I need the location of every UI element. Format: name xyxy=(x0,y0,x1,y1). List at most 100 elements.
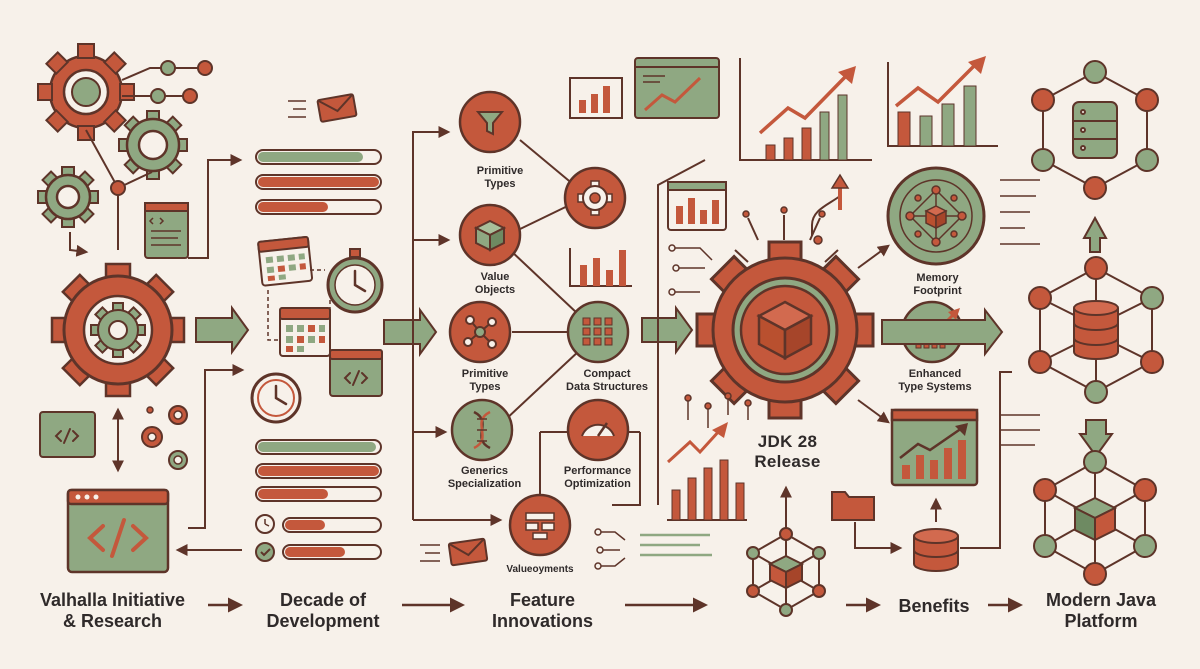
label-line: Generics xyxy=(460,465,509,477)
flowchart-icon xyxy=(525,512,555,540)
flow-lines xyxy=(175,154,245,556)
gear-icon xyxy=(50,262,186,398)
feature-node-performance-optimization xyxy=(566,398,630,462)
label-line: Decade of xyxy=(279,590,367,610)
database-network-icon xyxy=(1028,256,1164,404)
code-document-icon xyxy=(144,202,189,259)
stage-label-valhalla: Valhalla Initiative & Research xyxy=(20,590,205,631)
label-valueoyments: Valueoyments xyxy=(495,564,585,576)
label-line: & Research xyxy=(62,610,163,631)
label-line: Platform xyxy=(1064,610,1138,631)
flow-arrow xyxy=(641,304,694,356)
chart-window-icon xyxy=(890,408,979,487)
network-icon xyxy=(463,315,497,349)
stage-label-platform: Modern Java Platform xyxy=(1026,590,1176,631)
progress-bars-top xyxy=(255,149,382,215)
database-network-icon xyxy=(1031,60,1159,200)
gear-icon xyxy=(37,43,135,141)
label-performance-optimization: Performance Optimization xyxy=(550,465,645,490)
growth-chart-icon xyxy=(739,58,872,161)
release-column xyxy=(612,56,998,617)
label-line: Memory xyxy=(916,272,959,284)
clock-icon xyxy=(250,372,302,424)
label-primitive-types-2: Primitive Types xyxy=(440,368,530,393)
code-window-icon xyxy=(329,349,383,397)
label-line: JDK 28 xyxy=(757,432,818,451)
label-line: Optimization xyxy=(564,477,631,490)
label-generics-specialization: Generics Specialization xyxy=(437,465,532,490)
chart-window-icon xyxy=(667,181,727,231)
stage-label-features: Feature Innovations xyxy=(470,590,615,631)
label-line: Benefits xyxy=(898,596,970,616)
label-line: Primitive xyxy=(476,165,524,177)
gear-icon xyxy=(37,166,99,228)
envelope-icon xyxy=(316,93,358,123)
label-line: Valhalla Initiative xyxy=(39,590,186,610)
code-window-icon xyxy=(39,411,96,458)
label-primitive-types: Primitive Types xyxy=(450,165,550,190)
gear-icon xyxy=(695,240,875,420)
benefits-column xyxy=(831,166,1040,572)
small-gears-icon xyxy=(141,405,188,470)
growth-chart-icon xyxy=(887,56,998,147)
label-line: Development xyxy=(266,610,380,631)
label-line: Type Systems xyxy=(898,380,972,393)
feature-node-primitive-types-2 xyxy=(448,300,512,364)
research-column xyxy=(37,43,213,574)
text-lines-icon xyxy=(640,533,712,557)
dna-icon xyxy=(473,410,491,450)
label-line: Innovations xyxy=(491,610,593,631)
label-line: Specialization xyxy=(447,477,522,490)
platform-column xyxy=(1028,60,1164,586)
stage-label-benefits: Benefits xyxy=(884,596,984,617)
label-line: Release xyxy=(754,451,821,471)
flow-arrow xyxy=(195,304,250,356)
chart-window-icon xyxy=(634,57,720,119)
cube-network-icon xyxy=(746,527,826,617)
database-icon xyxy=(913,528,959,572)
funnel-icon xyxy=(475,111,505,136)
check-icon xyxy=(255,542,275,562)
gauge-icon xyxy=(581,422,615,437)
label-line: Footprint xyxy=(913,284,962,297)
clock-icon xyxy=(255,514,275,534)
gear-icon xyxy=(563,166,627,230)
label-line: Value xyxy=(480,271,510,283)
label-line: Types xyxy=(484,177,516,190)
feature-node-valueoyments xyxy=(508,493,572,557)
label-line: Enhanced xyxy=(908,368,962,380)
progress-bars-bottom xyxy=(255,439,382,560)
feature-node-compact-data-structures xyxy=(566,300,630,364)
stopwatch-icon xyxy=(326,248,384,314)
label-line: Objects xyxy=(474,283,516,296)
label-line: Types xyxy=(469,380,501,393)
calendar-icon xyxy=(257,235,314,287)
cube-network-icon xyxy=(1033,450,1157,586)
label-enhanced-type-systems: Enhanced Type Systems xyxy=(880,368,990,393)
envelope-icon xyxy=(447,537,489,567)
label-line: Modern Java xyxy=(1045,590,1157,610)
label-value-objects: Value Objects xyxy=(450,271,540,296)
development-column xyxy=(250,93,384,562)
flow-arrow xyxy=(881,307,1004,357)
stage-label-development: Decade of Development xyxy=(248,590,398,631)
flow-arrow xyxy=(383,306,438,358)
feature-node-value-objects xyxy=(458,203,522,267)
growth-chart-icon xyxy=(666,422,747,521)
label-line: Feature xyxy=(509,590,576,610)
calendar-icon xyxy=(279,307,331,357)
label-line: Performance xyxy=(563,465,632,477)
grid-icon xyxy=(582,317,613,346)
folder-icon xyxy=(831,491,875,521)
feature-node-generics-specialization xyxy=(450,398,514,462)
label-jdk-release: JDK 28 Release xyxy=(740,432,835,471)
code-editor-icon xyxy=(66,488,170,574)
feature-node-primitive-types xyxy=(458,90,522,154)
label-memory-footprint: Memory Footprint xyxy=(890,272,985,297)
label-line: Data Structures xyxy=(566,380,648,393)
label-line: Primitive xyxy=(461,368,509,380)
label-compact-data-structures: Compact Data Structures xyxy=(552,368,662,393)
label-line: Compact xyxy=(583,368,631,380)
gear-icon xyxy=(118,110,188,180)
